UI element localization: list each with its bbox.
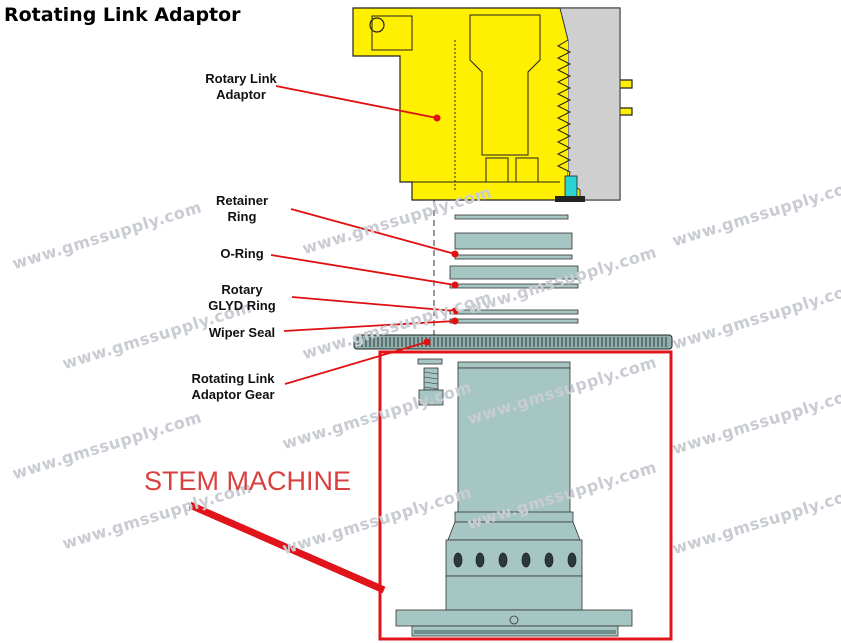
rotary-glyd-backup-ring xyxy=(449,283,579,289)
label-rotary-glyd-ring: Rotary GLYD Ring xyxy=(208,282,276,313)
wiper-seal-upper xyxy=(449,309,579,315)
label-o-ring: O-Ring xyxy=(220,246,264,261)
stem-hole xyxy=(567,552,577,568)
page-title: Rotating Link Adaptor xyxy=(4,4,241,26)
wiper-seal xyxy=(449,318,579,324)
stem-machine-highlight-box xyxy=(378,350,673,641)
stem-hole xyxy=(544,552,554,568)
label-retainer-ring: Retainer Ring xyxy=(215,193,269,224)
o-ring xyxy=(454,254,573,260)
retainer-ring-thin xyxy=(454,214,569,220)
stem-machine-pointer xyxy=(188,501,386,594)
rotary-link-adaptor-body xyxy=(352,7,633,202)
stem-hole xyxy=(453,552,463,568)
stem-hole xyxy=(475,552,485,568)
leader-lines xyxy=(270,85,456,385)
stem-hole xyxy=(498,552,508,568)
label-wiper-seal: Wiper Seal xyxy=(208,325,276,340)
rotary-glyd-ring xyxy=(449,265,579,280)
bolt xyxy=(417,358,444,406)
retainer-ring xyxy=(454,232,573,250)
rotating-link-adaptor-gear xyxy=(353,334,673,350)
stem-hole xyxy=(521,552,531,568)
stem-machine xyxy=(395,361,633,637)
label-rotating-link-adaptor-gear: Rotating Link Adaptor Gear xyxy=(191,371,275,402)
stem-machine-label: STEM MACHINE xyxy=(144,466,352,496)
label-rotary-link-adaptor: Rotary Link Adaptor xyxy=(205,71,277,102)
leader-dots xyxy=(423,114,459,346)
